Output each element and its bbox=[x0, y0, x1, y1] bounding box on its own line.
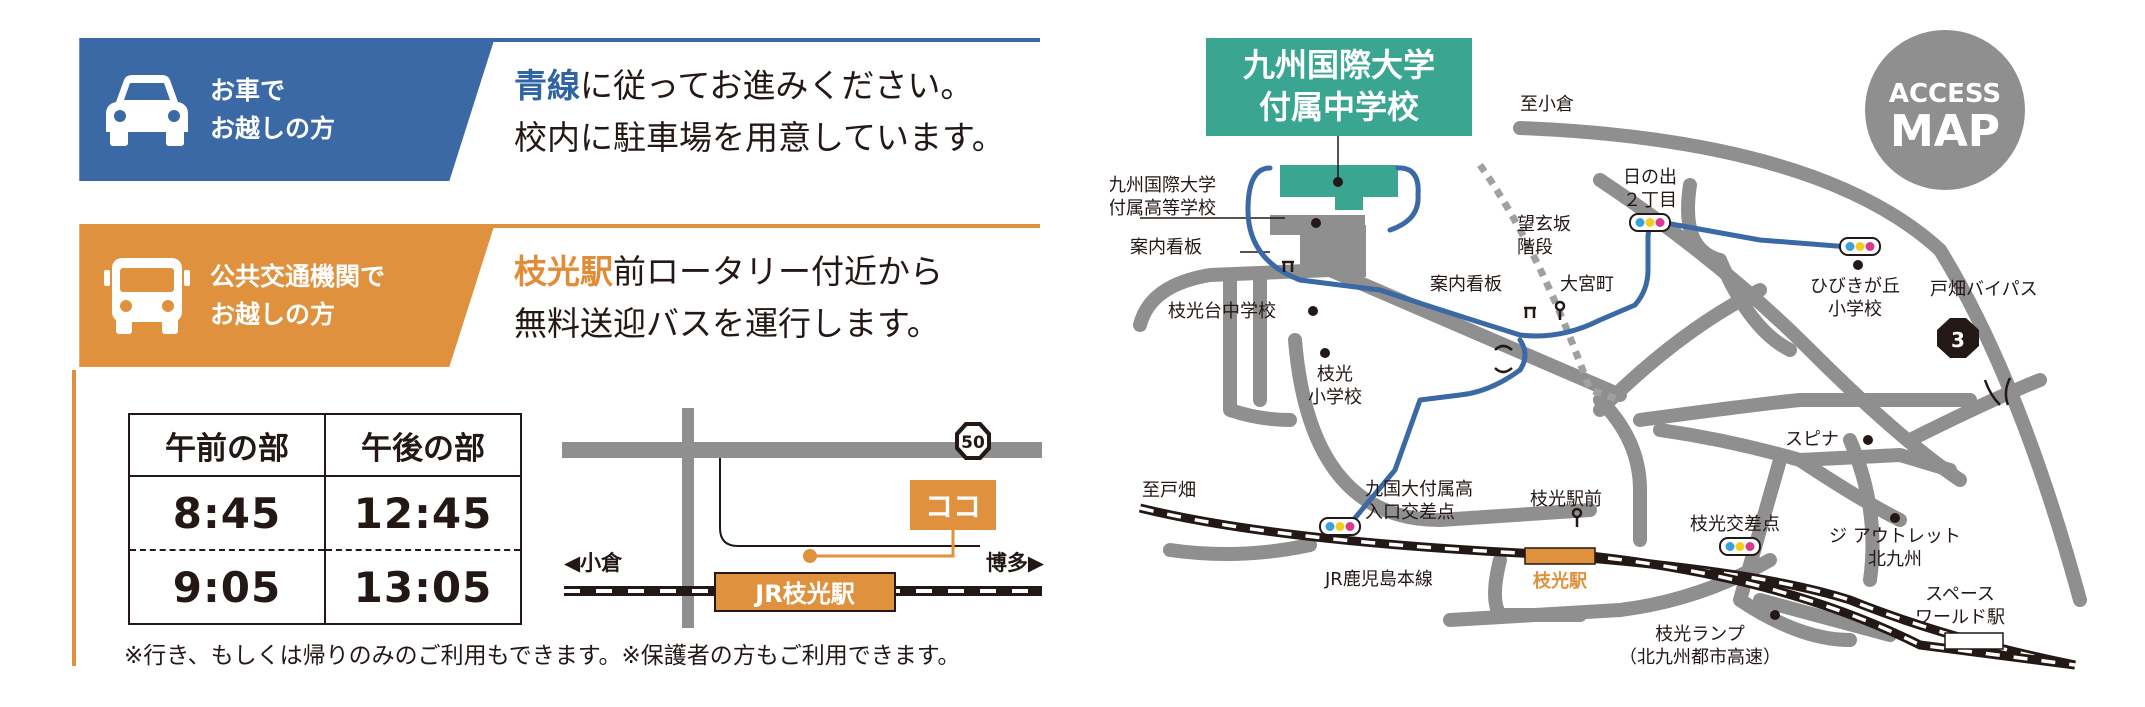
badge-line1: ACCESS bbox=[1889, 79, 2001, 109]
traffic-signal bbox=[1839, 237, 1881, 256]
transit-section: 公共交通機関で お越しの方 枝光駅前ロータリー付近から 無料送迎バスを運行します… bbox=[72, 224, 1040, 372]
edamitsu-station-block bbox=[1524, 547, 1596, 565]
spaceworld-station-block bbox=[1944, 632, 2004, 650]
mini-east-label: 博多▶ bbox=[986, 551, 1045, 575]
schedule-time: 8:45 bbox=[128, 475, 326, 551]
label-omiyamachi: 大宮町 bbox=[1560, 274, 1614, 295]
label-outlet-2: 北九州 bbox=[1868, 549, 1922, 570]
here-marker: ココ bbox=[803, 480, 996, 563]
car-accent-text: 青線 bbox=[514, 66, 580, 105]
transit-accent-text: 枝光駅 bbox=[514, 252, 613, 291]
mini-west-label: ◀小倉 bbox=[564, 551, 623, 575]
bus-stop-icon bbox=[1554, 300, 1583, 527]
route-3-number: 3 bbox=[1951, 328, 1965, 352]
transit-title-line2: お越しの方 bbox=[210, 300, 336, 329]
transit-side-rule bbox=[72, 370, 76, 666]
label-to-kokura: 至小倉 bbox=[1520, 94, 1574, 115]
car-desc-line2: 校内に駐車場を用意しています。 bbox=[514, 118, 1005, 157]
car-route bbox=[1245, 165, 1865, 533]
label-to-tobata: 至戸畑 bbox=[1142, 480, 1196, 501]
label-spaceworld-2: ワールド駅 bbox=[1915, 607, 2005, 628]
schedule-header-afternoon: 午後の部 bbox=[324, 413, 522, 477]
traffic-signal bbox=[1319, 517, 1361, 536]
signboard-icon bbox=[1282, 260, 1536, 318]
school-title-box: 九州国際大学 付属中学校 bbox=[1206, 38, 1472, 136]
transit-title-line1: 公共交通機関で bbox=[210, 262, 386, 291]
transit-title: 公共交通機関で お越しの方 bbox=[210, 258, 385, 334]
bus-icon bbox=[104, 258, 190, 334]
schedule-time: 9:05 bbox=[128, 550, 326, 625]
label-spina: スピナ bbox=[1785, 429, 1839, 450]
label-ramp-1: 枝光ランプ bbox=[1655, 624, 1744, 645]
overpass-marks bbox=[1494, 344, 2012, 406]
school-title-line1: 九州国際大学 bbox=[1243, 46, 1435, 84]
schedule-table: 午前の部 午後の部 8:45 12:45 9:05 13:05 bbox=[128, 413, 522, 625]
label-ramp-2: （北九州都市高速） bbox=[1619, 647, 1781, 668]
railways bbox=[1138, 503, 2076, 670]
label-entrance-2: 入口交差点 bbox=[1365, 502, 1455, 523]
school-title-line2: 付属中学校 bbox=[1259, 88, 1419, 126]
label-outlet-1: ジ アウトレット bbox=[1829, 526, 1961, 547]
schedule-header-morning: 午前の部 bbox=[128, 413, 326, 477]
label-hinode-2: ２丁目 bbox=[1623, 190, 1677, 211]
mini-station-box bbox=[714, 572, 896, 612]
transit-header-band bbox=[79, 224, 495, 367]
label-bogenzaka-1: 望玄坂 bbox=[1517, 214, 1571, 235]
route-3-sign: 3 bbox=[1937, 318, 1979, 358]
car-section: お車で お越しの方 青線に従ってお進みください。 校内に駐車場を用意しています。 bbox=[72, 38, 1040, 186]
car-icon bbox=[106, 75, 188, 146]
car-title-line2: お越しの方 bbox=[210, 114, 336, 143]
car-title-line1: お車で bbox=[210, 76, 286, 105]
label-high-school-1: 九州国際大学 bbox=[1110, 175, 1216, 196]
label-high-school-2: 付属高等学校 bbox=[1110, 198, 1216, 219]
label-bogenzaka-2: 階段 bbox=[1517, 237, 1553, 258]
station-mini-map: 50 ココ JR枝光駅 ◀小倉 博多▶ bbox=[562, 408, 1045, 628]
label-hinode-1: 日の出 bbox=[1623, 167, 1677, 188]
bogenzaka-stairs bbox=[1477, 162, 1622, 404]
car-title: お車で お越しの方 bbox=[210, 72, 335, 148]
mini-station-label: JR枝光駅 bbox=[753, 580, 854, 608]
car-desc-line1: に従ってお進みください。 bbox=[580, 66, 974, 105]
car-description: 青線に従ってお進みください。 校内に駐車場を用意しています。 bbox=[514, 60, 1005, 164]
car-header-band bbox=[79, 38, 495, 181]
label-hibikigaoka-2: 小学校 bbox=[1828, 299, 1882, 320]
label-signboard-2: 案内看板 bbox=[1430, 274, 1502, 295]
label-kagoshima-line: JR鹿児島本線 bbox=[1324, 569, 1433, 590]
label-edamitsu-station: 枝光駅 bbox=[1532, 570, 1588, 592]
route-50-sign: 50 bbox=[955, 422, 991, 460]
label-edamitsudai-jhs: 枝光台中学校 bbox=[1168, 301, 1276, 322]
access-map-badge: ACCESS MAP bbox=[1865, 30, 2025, 190]
transit-desc-line1: 前ロータリー付近から bbox=[613, 252, 943, 291]
label-tobata-bypass: 戸畑バイパス bbox=[1930, 279, 2038, 300]
badge-line2: MAP bbox=[1890, 106, 2000, 157]
schedule-time: 13:05 bbox=[324, 550, 522, 625]
map-labels: 九州国際大学 付属高等学校 案内看板 至小倉 日の出 ２丁目 望玄坂 階段 案内… bbox=[1110, 94, 2038, 668]
transit-description: 枝光駅前ロータリー付近から 無料送迎バスを運行します。 bbox=[514, 246, 943, 350]
access-map: 3 ACCESS MAP 九州国際大学 付属中学校 九州国際大学 付属高等学校 … bbox=[1110, 30, 2087, 670]
landmark-dots bbox=[1308, 260, 1900, 620]
label-spaceworld-1: スペース bbox=[1925, 584, 1995, 605]
label-entrance-1: 九国大付属高 bbox=[1365, 479, 1473, 500]
label-edamitsu-es-1: 枝光 bbox=[1317, 364, 1353, 385]
car-header-rule bbox=[492, 38, 1040, 42]
traffic-signal bbox=[1629, 213, 1671, 232]
here-label: ココ bbox=[925, 490, 981, 523]
mini-rotary bbox=[719, 458, 980, 547]
usage-note: ※行き、もしくは帰りのみのご利用もできます。※保護者の方もご利用できます。 bbox=[124, 643, 961, 669]
mini-cross-road bbox=[682, 408, 694, 628]
traffic-signal bbox=[1719, 537, 1761, 556]
route-50-number: 50 bbox=[961, 433, 985, 453]
schedule-time: 12:45 bbox=[324, 475, 522, 551]
label-edamitsu-es-2: 小学校 bbox=[1308, 387, 1362, 408]
label-hibikigaoka-1: ひびきが丘 bbox=[1810, 276, 1900, 297]
label-station-front: 枝光駅前 bbox=[1530, 489, 1602, 510]
transit-desc-line2: 無料送迎バスを運行します。 bbox=[514, 304, 940, 343]
label-edamitsu-crossing: 枝光交差点 bbox=[1690, 514, 1780, 535]
transit-header-rule bbox=[492, 224, 1040, 228]
label-signboard-1: 案内看板 bbox=[1130, 237, 1202, 258]
